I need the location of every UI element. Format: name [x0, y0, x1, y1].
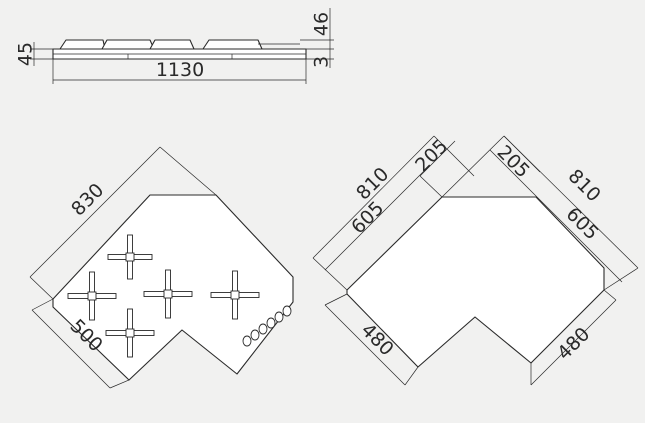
- dim-line: [503, 135, 639, 269]
- control-knobs: [242, 305, 292, 347]
- knob: [258, 323, 268, 335]
- dim-line: [312, 135, 435, 259]
- hob-top-view: 830 500: [29, 146, 294, 389]
- dim-line: [29, 146, 161, 278]
- dim-side-width: 1130: [156, 59, 204, 81]
- dim-cutout-right-outer: 810: [564, 165, 605, 206]
- dim-line: [324, 304, 406, 386]
- knob: [250, 329, 260, 341]
- dim-line: [529, 189, 623, 283]
- dim-line: [489, 149, 531, 191]
- knob: [282, 305, 292, 317]
- dim-line: [603, 289, 617, 301]
- dim-line: [433, 135, 475, 177]
- dim-side-height-total: 45: [15, 42, 37, 66]
- burner-bottom: [105, 308, 155, 358]
- side-pan-support: [59, 39, 106, 50]
- dim-side-thickness: 3: [311, 56, 333, 68]
- burner-left: [67, 271, 117, 321]
- dim-line: [419, 175, 443, 198]
- cutout-outline: [346, 196, 605, 368]
- knob: [274, 311, 284, 323]
- side-pan-support: [149, 39, 195, 50]
- knob: [266, 317, 276, 329]
- dim-line: [404, 366, 419, 386]
- side-pan-support: [202, 39, 263, 50]
- knob: [242, 335, 252, 347]
- burner-top: [107, 234, 153, 280]
- dim-line: [312, 257, 348, 291]
- cutout-top-view: 810 605 205 205 810 605 480 480: [312, 135, 639, 386]
- dim-cutout-right-top: 205: [493, 141, 534, 182]
- dim-line: [29, 276, 54, 300]
- dim-cutout-left-top: 205: [411, 135, 452, 176]
- dim-side-height-top: 46: [311, 12, 333, 36]
- dim-line: [419, 140, 456, 177]
- side-pan-support: [101, 39, 155, 50]
- dim-line: [324, 167, 428, 271]
- dim-line: [31, 309, 111, 389]
- dim-cutout-left-inner: 605: [347, 197, 388, 238]
- dim-line: [109, 379, 130, 389]
- burner-center: [143, 269, 193, 319]
- side-view: 45 46 3 1130: [15, 8, 334, 84]
- dim-line: [324, 293, 348, 306]
- burner-right: [210, 270, 260, 320]
- dim-line: [530, 299, 617, 386]
- dim-line: [31, 298, 54, 311]
- dim-line: [441, 135, 505, 198]
- dim-line: [159, 146, 217, 196]
- dim-line: [603, 267, 639, 291]
- dim-hob-outer: 830: [67, 179, 108, 220]
